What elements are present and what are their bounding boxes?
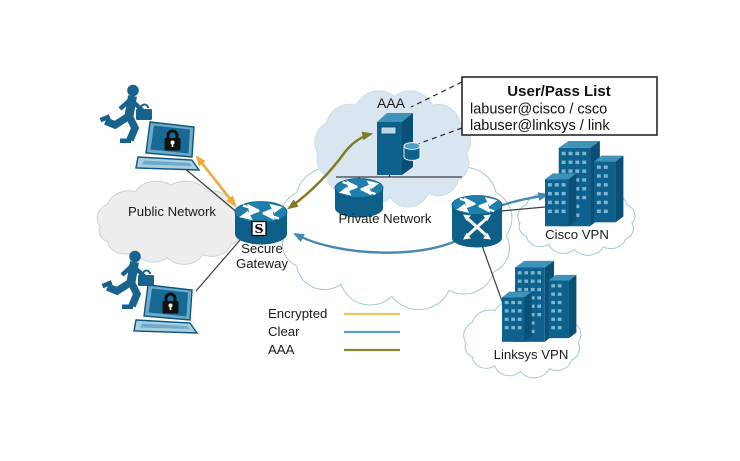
cisco-vpn-building-icon xyxy=(545,140,624,227)
crossing-arrows-glyph xyxy=(463,214,491,240)
legend-label-aaa: AAA xyxy=(268,342,295,357)
security-badge-letter: S xyxy=(254,221,263,236)
vpn-concentrator-icon xyxy=(451,195,503,248)
leader-line-top xyxy=(410,81,463,108)
secure-gateway-router-icon: S xyxy=(234,201,288,245)
database-icon xyxy=(403,142,421,161)
linksys-vpn-building-icon xyxy=(502,260,577,342)
label-aaa: AAA xyxy=(377,95,406,111)
userpass-entry-linksys: labuser@linksys / link xyxy=(470,118,610,134)
userpass-list-box: User/Pass List labuser@cisco / csco labu… xyxy=(461,76,658,136)
legend: Encrypted Clear AAA xyxy=(268,306,400,357)
clear-arrow-to-gateway xyxy=(293,232,466,254)
label-cisco-vpn: Cisco VPN xyxy=(545,227,609,242)
label-linksys-vpn: Linksys VPN xyxy=(494,347,569,362)
legend-label-encrypted: Encrypted xyxy=(268,306,327,321)
traveling-user-top-icon xyxy=(100,85,152,143)
public-network-cloud xyxy=(96,180,243,265)
line-gateway-laptop2 xyxy=(195,231,248,292)
label-secure-gateway-line2: Gateway xyxy=(236,256,288,271)
label-private-network: Private Network xyxy=(338,211,431,226)
secure-laptop-top-icon xyxy=(134,120,201,172)
leader-lines xyxy=(410,81,463,146)
userpass-box-frame xyxy=(461,76,658,136)
private-network-router-icon xyxy=(334,178,384,218)
aaa-arrow xyxy=(287,131,374,210)
security-badge xyxy=(251,220,267,237)
secure-laptop-bottom-icon xyxy=(132,283,199,335)
label-secure-gateway-line1: Secure xyxy=(241,241,283,256)
encrypted-arrow xyxy=(195,155,237,207)
legend-label-clear: Clear xyxy=(268,324,300,339)
label-public-network: Public Network xyxy=(128,204,216,219)
userpass-box-title: User/Pass List xyxy=(507,83,610,100)
userpass-entry-cisco: labuser@cisco / csco xyxy=(470,102,607,118)
